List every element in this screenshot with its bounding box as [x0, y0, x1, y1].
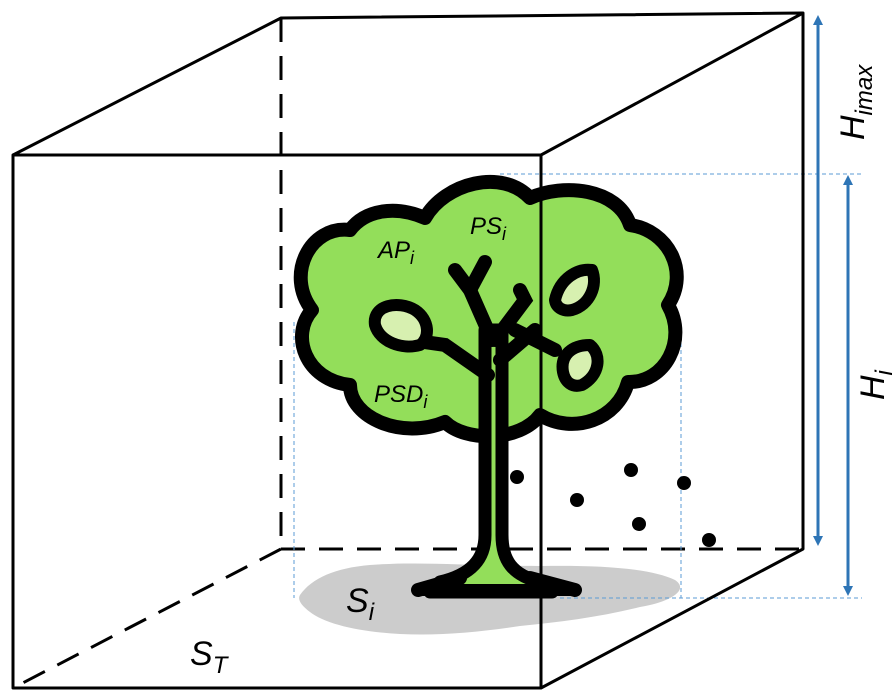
- label-psd-i: PSDi: [374, 381, 428, 412]
- leaf-left: [375, 305, 427, 346]
- leaf-right-bottom: [563, 345, 598, 386]
- label-ps-i: PSi: [470, 213, 507, 244]
- label-h-i: Hi: [854, 369, 893, 400]
- tree-icon: [301, 182, 677, 592]
- label-s-t: ST: [190, 635, 230, 679]
- label-ap-i: APi: [376, 237, 415, 268]
- label-h-imax: Himax: [834, 64, 878, 140]
- cube-top-face: [13, 13, 803, 155]
